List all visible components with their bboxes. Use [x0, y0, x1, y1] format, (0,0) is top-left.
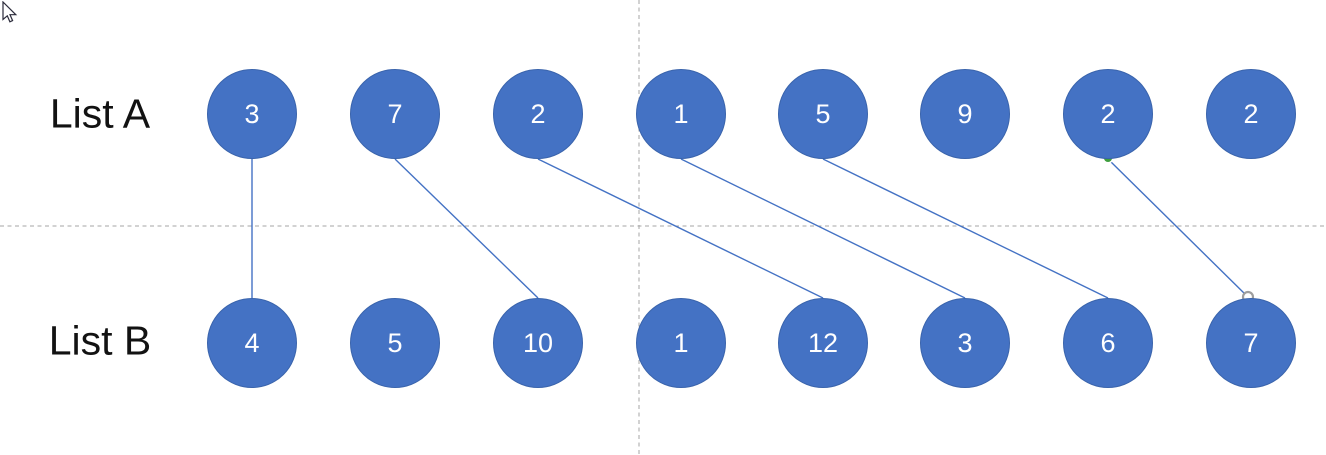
node-b-4[interactable]: 1 [636, 298, 726, 388]
node-b-1[interactable]: 4 [207, 298, 297, 388]
node-b-5[interactable]: 12 [778, 298, 868, 388]
connector-line-3[interactable] [680, 158, 966, 299]
node-b-7[interactable]: 6 [1063, 298, 1153, 388]
node-b-6[interactable]: 3 [920, 298, 1010, 388]
connector-line-5[interactable] [1107, 158, 1249, 298]
node-a-3[interactable]: 2 [493, 69, 583, 159]
connector-line-4[interactable] [822, 158, 1109, 299]
connector-line-1[interactable] [394, 158, 539, 299]
node-a-4[interactable]: 1 [636, 69, 726, 159]
node-a-5[interactable]: 5 [778, 69, 868, 159]
list-a-label[interactable]: List A [49, 90, 151, 137]
node-b-8[interactable]: 7 [1206, 298, 1296, 388]
node-a-2[interactable]: 7 [350, 69, 440, 159]
node-a-1[interactable]: 3 [207, 69, 297, 159]
list-b-label[interactable]: List B [48, 317, 152, 364]
node-a-8[interactable]: 2 [1206, 69, 1296, 159]
node-a-6[interactable]: 9 [920, 69, 1010, 159]
node-b-3[interactable]: 10 [493, 298, 583, 388]
node-a-7[interactable]: 2 [1063, 69, 1153, 159]
connector-line-2[interactable] [537, 158, 824, 299]
node-b-2[interactable]: 5 [350, 298, 440, 388]
